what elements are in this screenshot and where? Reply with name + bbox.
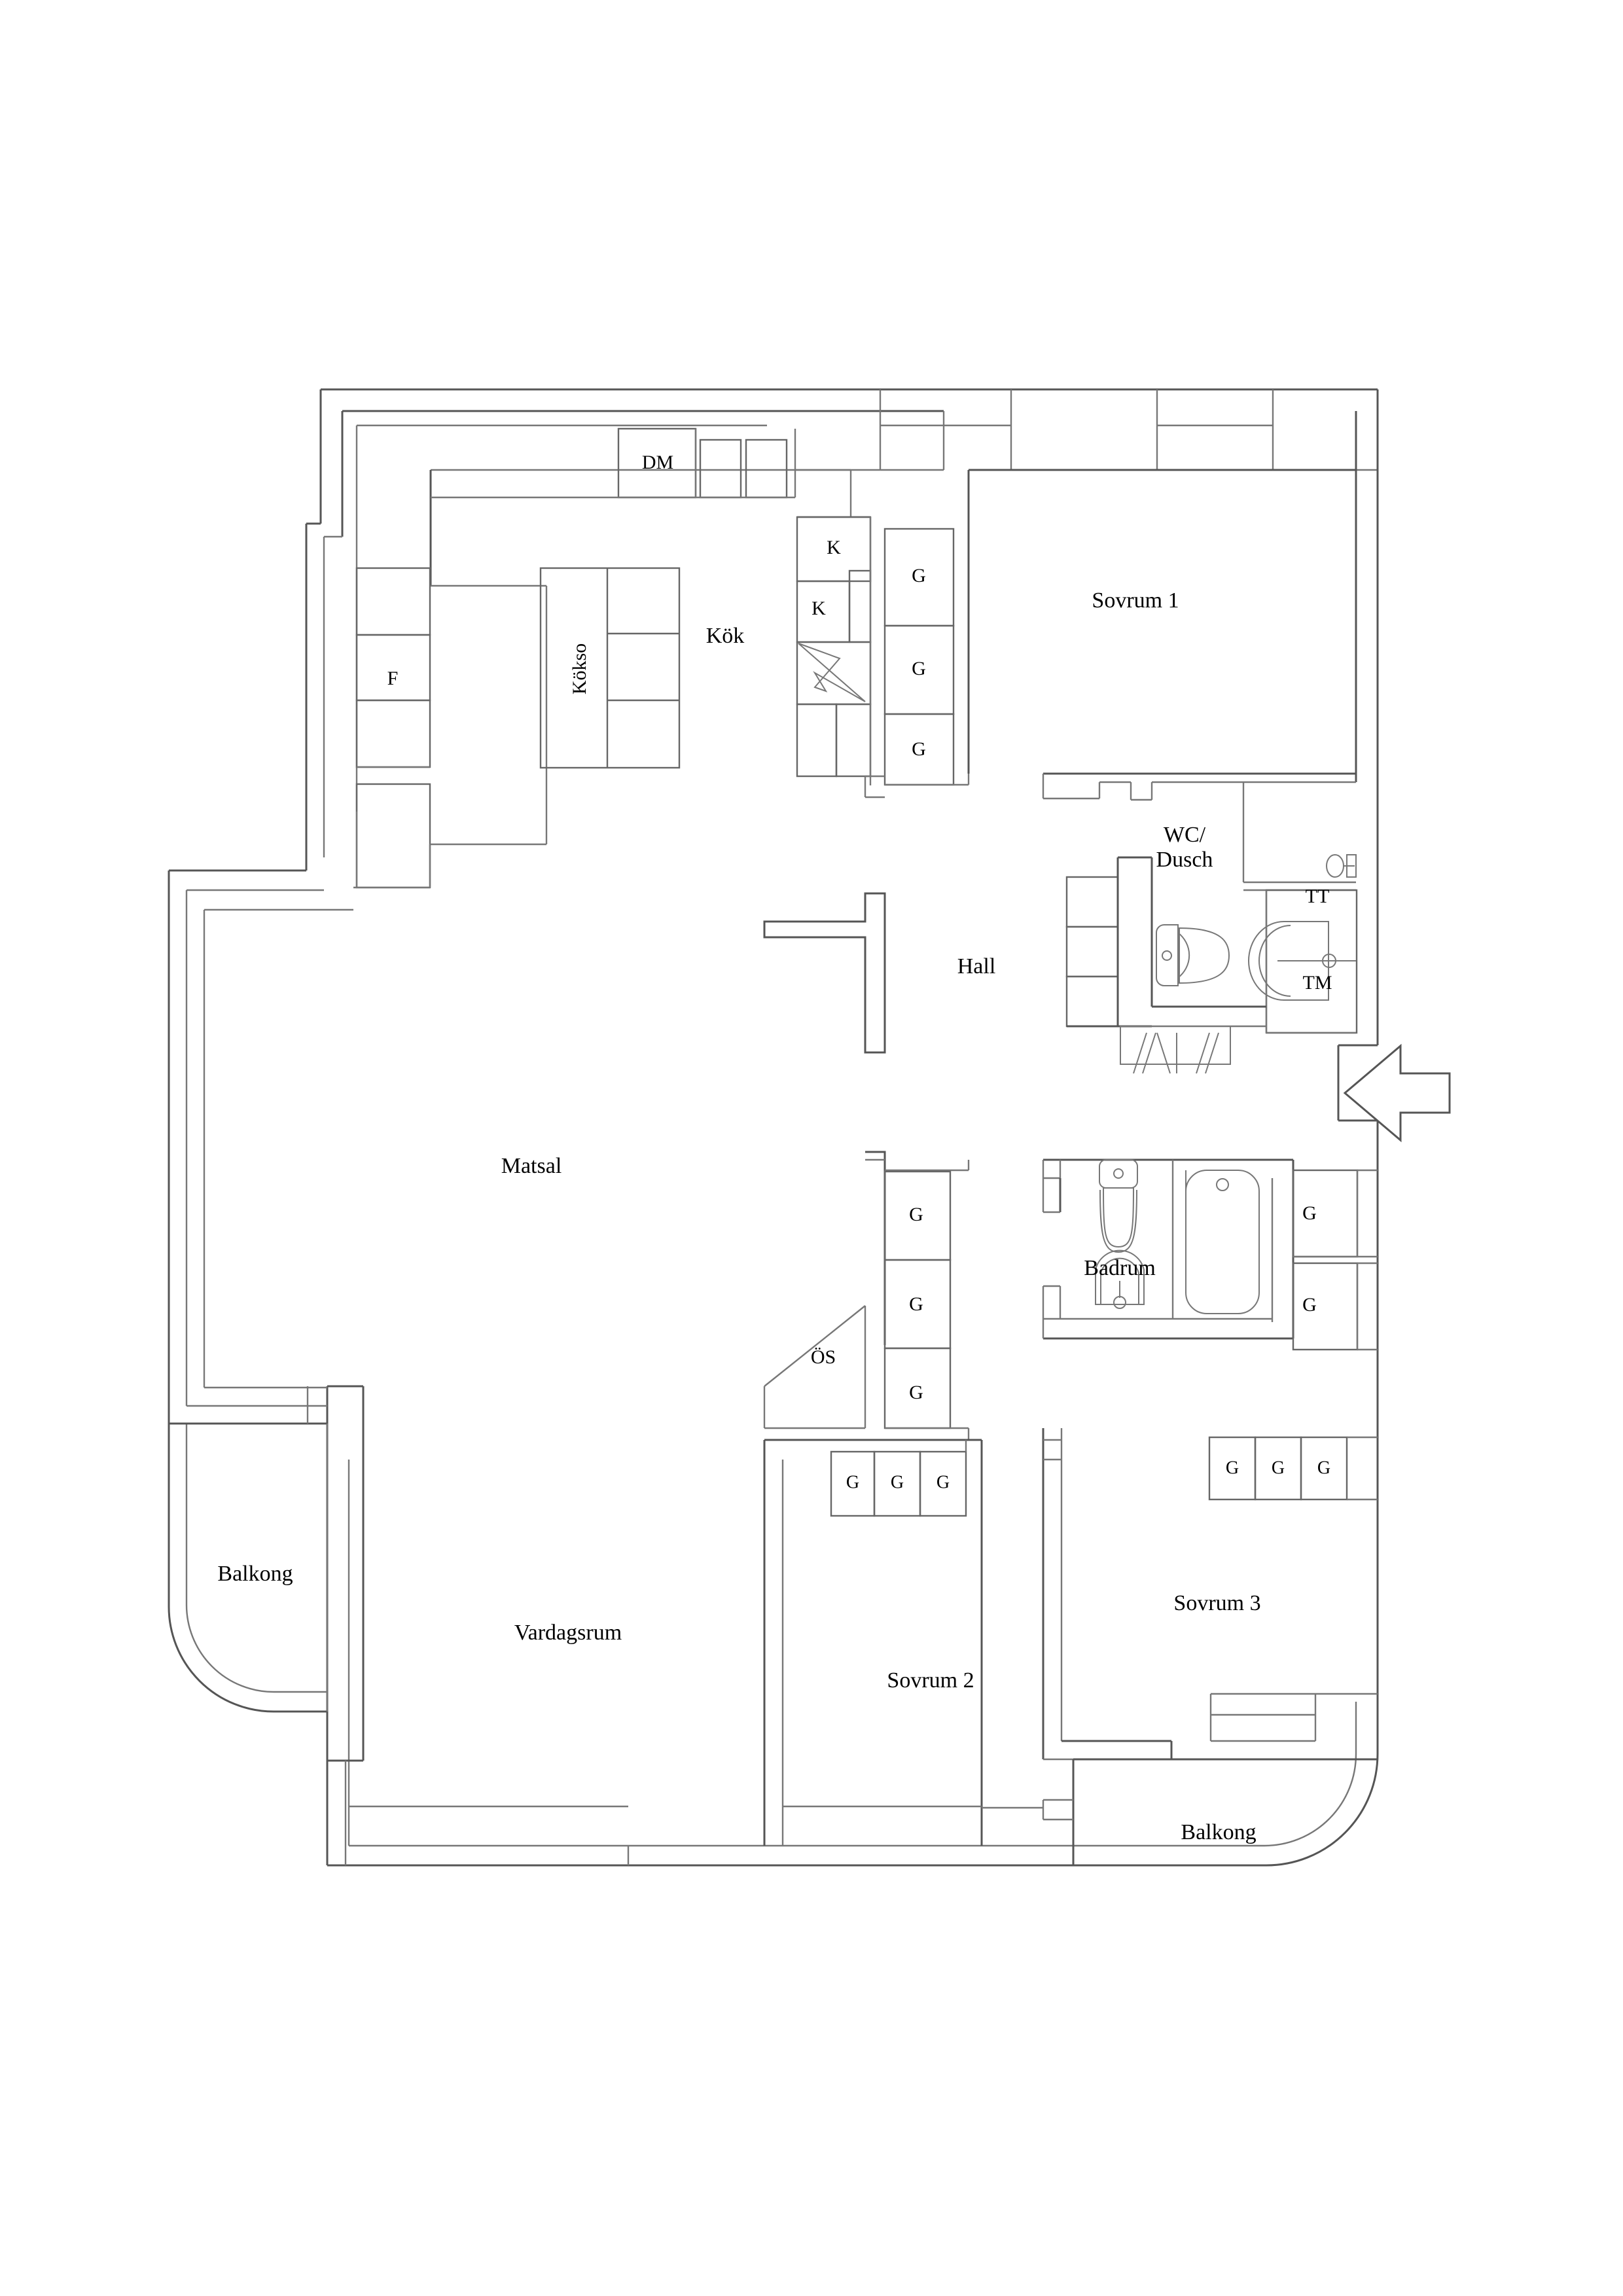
appliance-label-tm: TM [1302,972,1332,994]
balcony-right-structure [982,1758,1378,1865]
wardrobe-label-g-s3a: G [1225,1458,1240,1479]
room-label-matsal: Matsal [501,1153,562,1178]
central-wardrobe-column [763,1151,970,1440]
wardrobe-label-g-b1: G [1302,1202,1317,1225]
wardrobe-label-g-h3: G [909,1382,923,1404]
appliance-label-k-2: K [812,598,826,620]
exterior-walls [168,388,1379,1867]
bathroom-structure [1042,1158,1378,1351]
wardrobe-label-g-k1: G [912,565,926,587]
room-label-kokso: Kökso [569,643,591,695]
appliance-label-f: F [387,668,399,690]
room-label-wc-dusch: WC/ Dusch [1156,822,1213,872]
room-label-vardagsrum: Vardagsrum [514,1620,622,1645]
appliance-label-dm: DM [641,452,674,474]
wardrobe-label-g-s2a: G [846,1472,860,1493]
bedroom-1-structure [967,469,1356,801]
entrance-arrow [1343,1043,1451,1143]
room-label-sovrum-2: Sovrum 2 [887,1668,974,1693]
bedroom-2-structure [763,1439,983,1846]
appliance-label-k-1: K [827,537,841,559]
wardrobe-label-g-k3: G [912,738,926,761]
room-label-hall: Hall [957,954,996,978]
room-label-balkong-left: Balkong [217,1561,293,1586]
left-cabinet-column [353,567,546,889]
wardrobe-label-g-s3c: G [1317,1458,1331,1479]
wardrobe-label-g-s3b: G [1271,1458,1285,1479]
wardrobe-label-g-h1: G [909,1204,923,1226]
wardrobe-label-g-s2b: G [890,1472,904,1493]
kitchen-cabinets [429,427,970,844]
wardrobe-label-g-b2: G [1302,1294,1317,1316]
wc-shower-structure [1065,782,1358,1074]
hall-wall-stubs [763,892,886,1054]
room-label-sovrum-3: Sovrum 3 [1173,1590,1261,1615]
balcony-left-structure [169,1385,365,1865]
room-label-kok: Kök [705,623,745,648]
room-label-sovrum-1: Sovrum 1 [1092,588,1179,613]
room-label-balkong-right: Balkong [1181,1820,1257,1844]
wardrobe-label-g-s2c: G [936,1472,950,1493]
appliance-label-tt: TT [1305,886,1330,908]
living-dining-stubs [349,1805,982,1865]
room-label-badrum: Badrum [1084,1255,1156,1280]
wardrobe-label-g-k2: G [912,658,926,680]
wardrobe-label-g-h2: G [909,1293,923,1316]
room-label-os: ÖS [810,1346,836,1369]
